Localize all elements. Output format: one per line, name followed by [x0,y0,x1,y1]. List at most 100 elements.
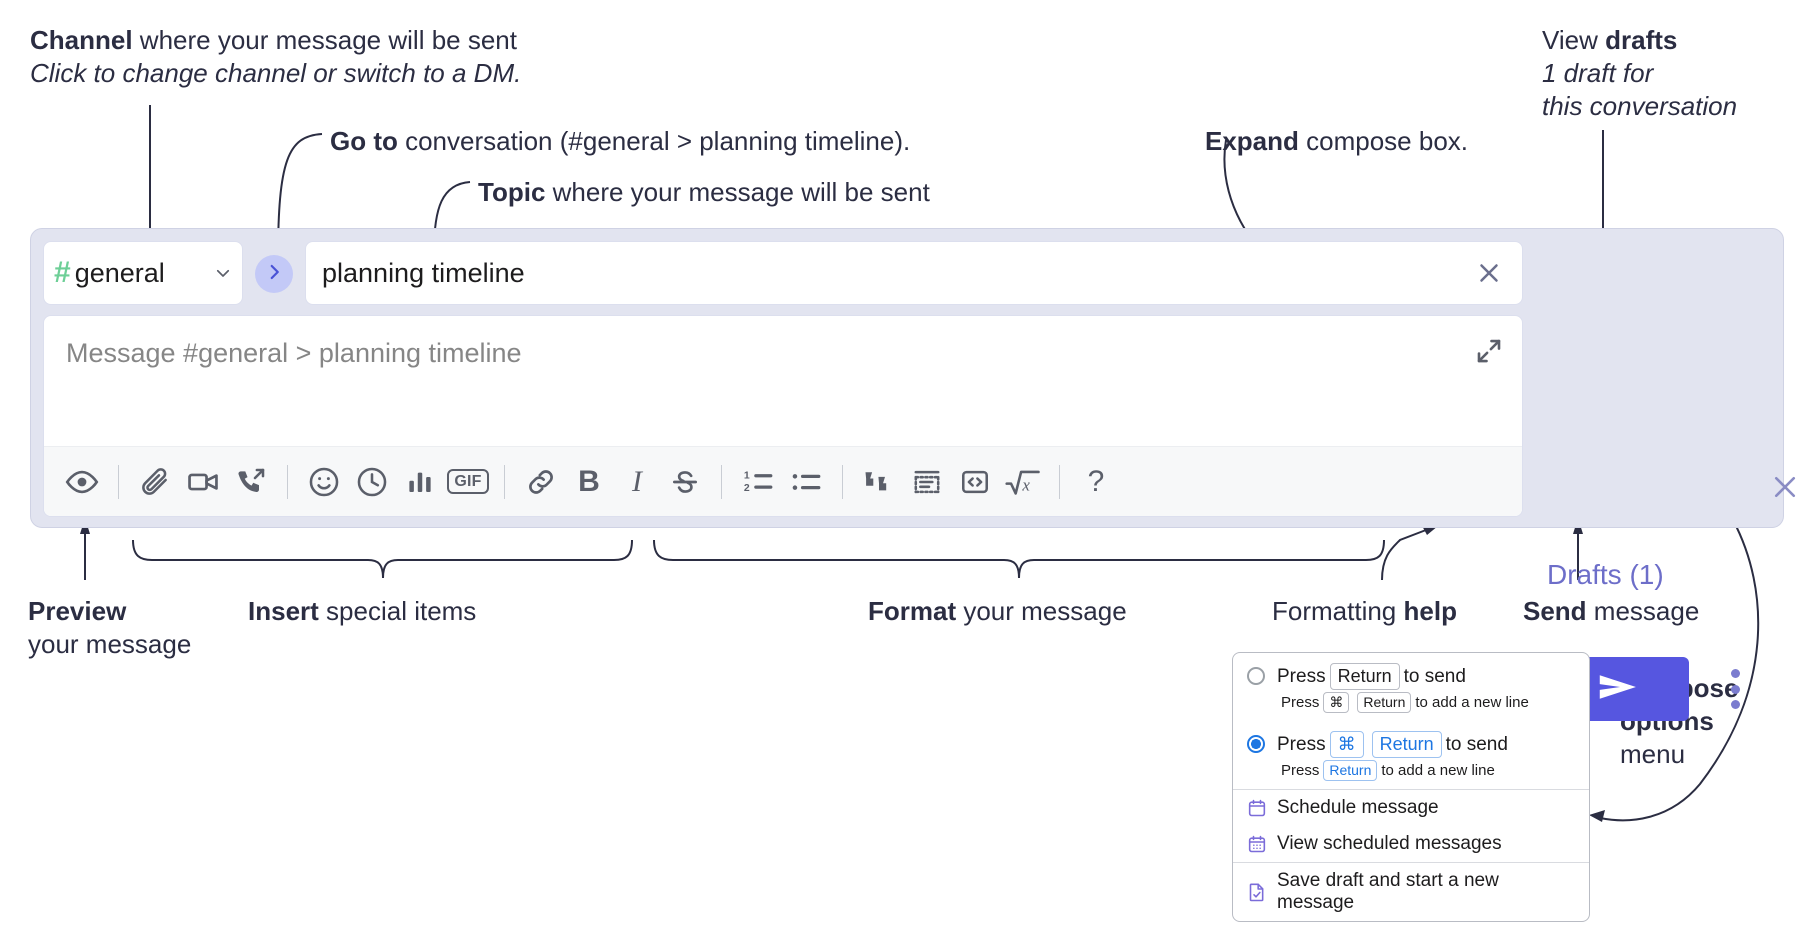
compose-panel: # general planning timeline Message #gen… [30,228,1796,721]
annotation-expand-rest: compose box. [1298,126,1469,156]
compose-inner: # general planning timeline Message #gen… [43,241,1523,517]
kebab-dot [1730,669,1740,678]
annotation-formatting-help: Formatting help [1272,595,1457,628]
menu-item-schedule-message[interactable]: Schedule message [1233,790,1589,826]
menu-item-save-draft[interactable]: Save draft and start a new message [1233,863,1589,921]
opt1-sub-press: Press [1281,693,1320,711]
toolbar-separator [504,464,505,499]
more-vertical-icon[interactable] [1721,665,1749,713]
annotation-topic: Topic where your message will be sent [478,176,930,209]
toolbar-separator [118,464,119,499]
clock-icon[interactable] [348,458,396,506]
opt2-sub-key-return: Return [1323,759,1378,781]
opt2-action: to send [1445,734,1508,755]
annotation-insert-rest: special items [318,596,477,626]
svg-text:2: 2 [744,482,750,493]
menu-item-label: View scheduled messages [1277,833,1502,854]
kebab-dot [1730,684,1740,694]
annotation-drafts-italic1: 1 draft for [1542,57,1654,88]
opt1-press: Press [1277,666,1326,687]
opt2-press: Press [1277,734,1326,755]
annotation-drafts: View drafts 1 draft for this conversatio… [1542,24,1737,122]
poll-icon[interactable] [396,458,444,506]
annotation-format-rest: your message [956,596,1127,626]
annotation-send-rest: message [1586,596,1700,626]
annotation-expand: Expand compose box. [1205,125,1468,158]
video-icon[interactable] [179,458,227,506]
annotation-topic-bold: Topic [478,177,546,207]
menu-item-label: Save draft and start a new message [1277,870,1499,913]
annotation-format: Format your message [868,595,1127,628]
calendar-icon [1247,798,1267,818]
annotation-channel-italic: Click to change channel or switch to a D… [30,57,522,88]
annotation-channel-rest: where your message will be sent [132,25,517,55]
svg-text:x: x [1021,475,1030,494]
calendar-grid-icon [1247,834,1267,854]
attachment-icon[interactable] [131,458,179,506]
message-editor[interactable]: Message #general > planning timeline [43,315,1523,517]
annotation-send-bold: Send [1523,596,1587,626]
topic-input[interactable]: planning timeline [305,241,1523,305]
radio-selected-icon[interactable] [1247,735,1265,754]
opt1-sub-key-return: Return [1357,691,1412,713]
chevron-right-icon [265,263,283,286]
blockquote-icon[interactable] [855,458,903,506]
annotation-drafts-plain: View [1542,25,1606,55]
hash-icon: # [54,256,71,289]
opt1-sub-action: to add a new line [1415,693,1529,711]
bulleted-list-icon[interactable] [782,458,830,506]
math-icon[interactable]: x [999,458,1047,506]
expand-icon[interactable] [1472,334,1506,368]
menu-divider [1233,862,1589,863]
toolbar-separator [842,464,843,499]
gif-label: GIF [447,468,489,495]
draft-save-icon [1247,882,1267,902]
preview-icon[interactable] [58,458,106,506]
opt2-sub-action: to add a new line [1381,761,1495,779]
emoji-icon[interactable] [300,458,348,506]
code-icon[interactable] [951,458,999,506]
channel-name: general [74,257,165,288]
bold-icon[interactable]: B [565,458,613,506]
annotation-format-bold: Format [868,596,957,626]
channel-topic-row: # general planning timeline [43,241,1523,305]
close-panel-button[interactable] [1767,469,1803,505]
clear-topic-button[interactable] [1472,256,1506,290]
annotation-insert-bold: Insert [248,596,319,626]
annotation-preview: Preview your message [28,595,191,661]
annotation-goto: Go to conversation (#general > planning … [330,125,910,158]
opt2-key-return: Return [1371,731,1442,758]
svg-text:1: 1 [744,470,750,481]
drafts-link[interactable]: Drafts (1) [1547,559,1664,590]
opt1-action: to send [1403,666,1466,687]
strikethrough-icon[interactable] [661,458,709,506]
radio-unselected-icon[interactable] [1247,667,1265,686]
annotation-goto-bold: Go to [330,126,398,156]
annotation-insert: Insert special items [248,595,476,628]
toolbar-separator [721,464,722,499]
goto-conversation-button[interactable] [255,255,293,293]
annotation-channel: Channel where your message will be sent … [30,24,521,90]
help-label: ? [1087,464,1105,498]
annotation-channel-bold: Channel [30,25,133,55]
annotation-compose-rest: menu [1620,738,1686,769]
code-block-icon[interactable] [903,458,951,506]
link-icon[interactable] [517,458,565,506]
opt2-sub-press: Press [1281,761,1320,779]
gif-icon[interactable]: GIF [444,458,492,506]
italic-icon[interactable]: I [613,458,661,506]
help-icon[interactable]: ? [1072,458,1120,506]
kebab-dot [1730,700,1740,709]
opt1-sub-key-cmd: ⌘ [1323,691,1350,713]
menu-item-view-scheduled[interactable]: View scheduled messages [1233,826,1589,862]
annotation-expand-bold: Expand [1205,126,1299,156]
annotation-drafts-italic2: this conversation [1542,90,1738,121]
annotation-drafts-bold: drafts [1605,25,1678,55]
channel-selector[interactable]: # general [43,241,243,305]
audio-call-icon[interactable] [227,458,275,506]
